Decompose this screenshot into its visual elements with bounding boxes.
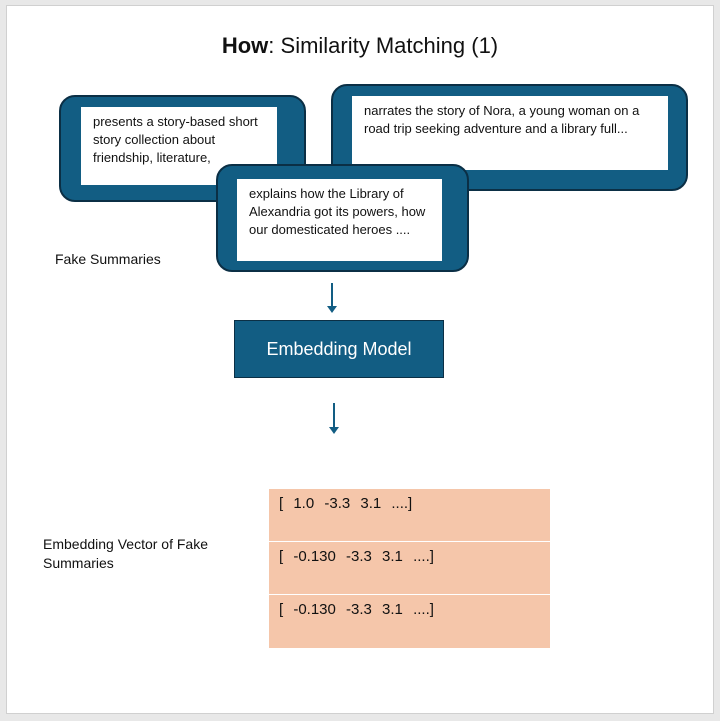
vector-row: [ 1.0 -3.3 3.1 ....] — [269, 489, 550, 541]
embedding-model-label: Embedding Model — [266, 338, 412, 359]
summary-card-2: explains how the Library of Alexandria g… — [216, 164, 469, 272]
arrow-to-model — [327, 283, 337, 313]
vector-row: [ -0.130 -3.3 3.1 ....] — [269, 595, 550, 648]
embedding-vector-label: Embedding Vector of Fake Summaries — [43, 536, 208, 571]
summary-card-1-text: presents a story-based short story colle… — [81, 107, 277, 185]
vector-row: [ -0.130 -3.3 3.1 ....] — [269, 542, 550, 594]
embedding-model-box: Embedding Model — [234, 320, 444, 378]
arrow-to-vectors — [329, 403, 339, 434]
slide-title: How: Similarity Matching (1) — [0, 33, 720, 59]
fake-summaries-label: Fake Summaries — [55, 251, 161, 267]
title-bold: How — [221, 33, 269, 58]
summary-card-2-text: explains how the Library of Alexandria g… — [237, 179, 442, 261]
summary-card-1: presents a story-based short story colle… — [59, 95, 306, 202]
summary-card-3-text: narrates the story of Nora, a young woma… — [352, 96, 668, 170]
title-rest: : Similarity Matching (1) — [268, 33, 499, 58]
embedding-vector-table: [ 1.0 -3.3 3.1 ....] [ -0.130 -3.3 3.1 .… — [269, 489, 550, 648]
